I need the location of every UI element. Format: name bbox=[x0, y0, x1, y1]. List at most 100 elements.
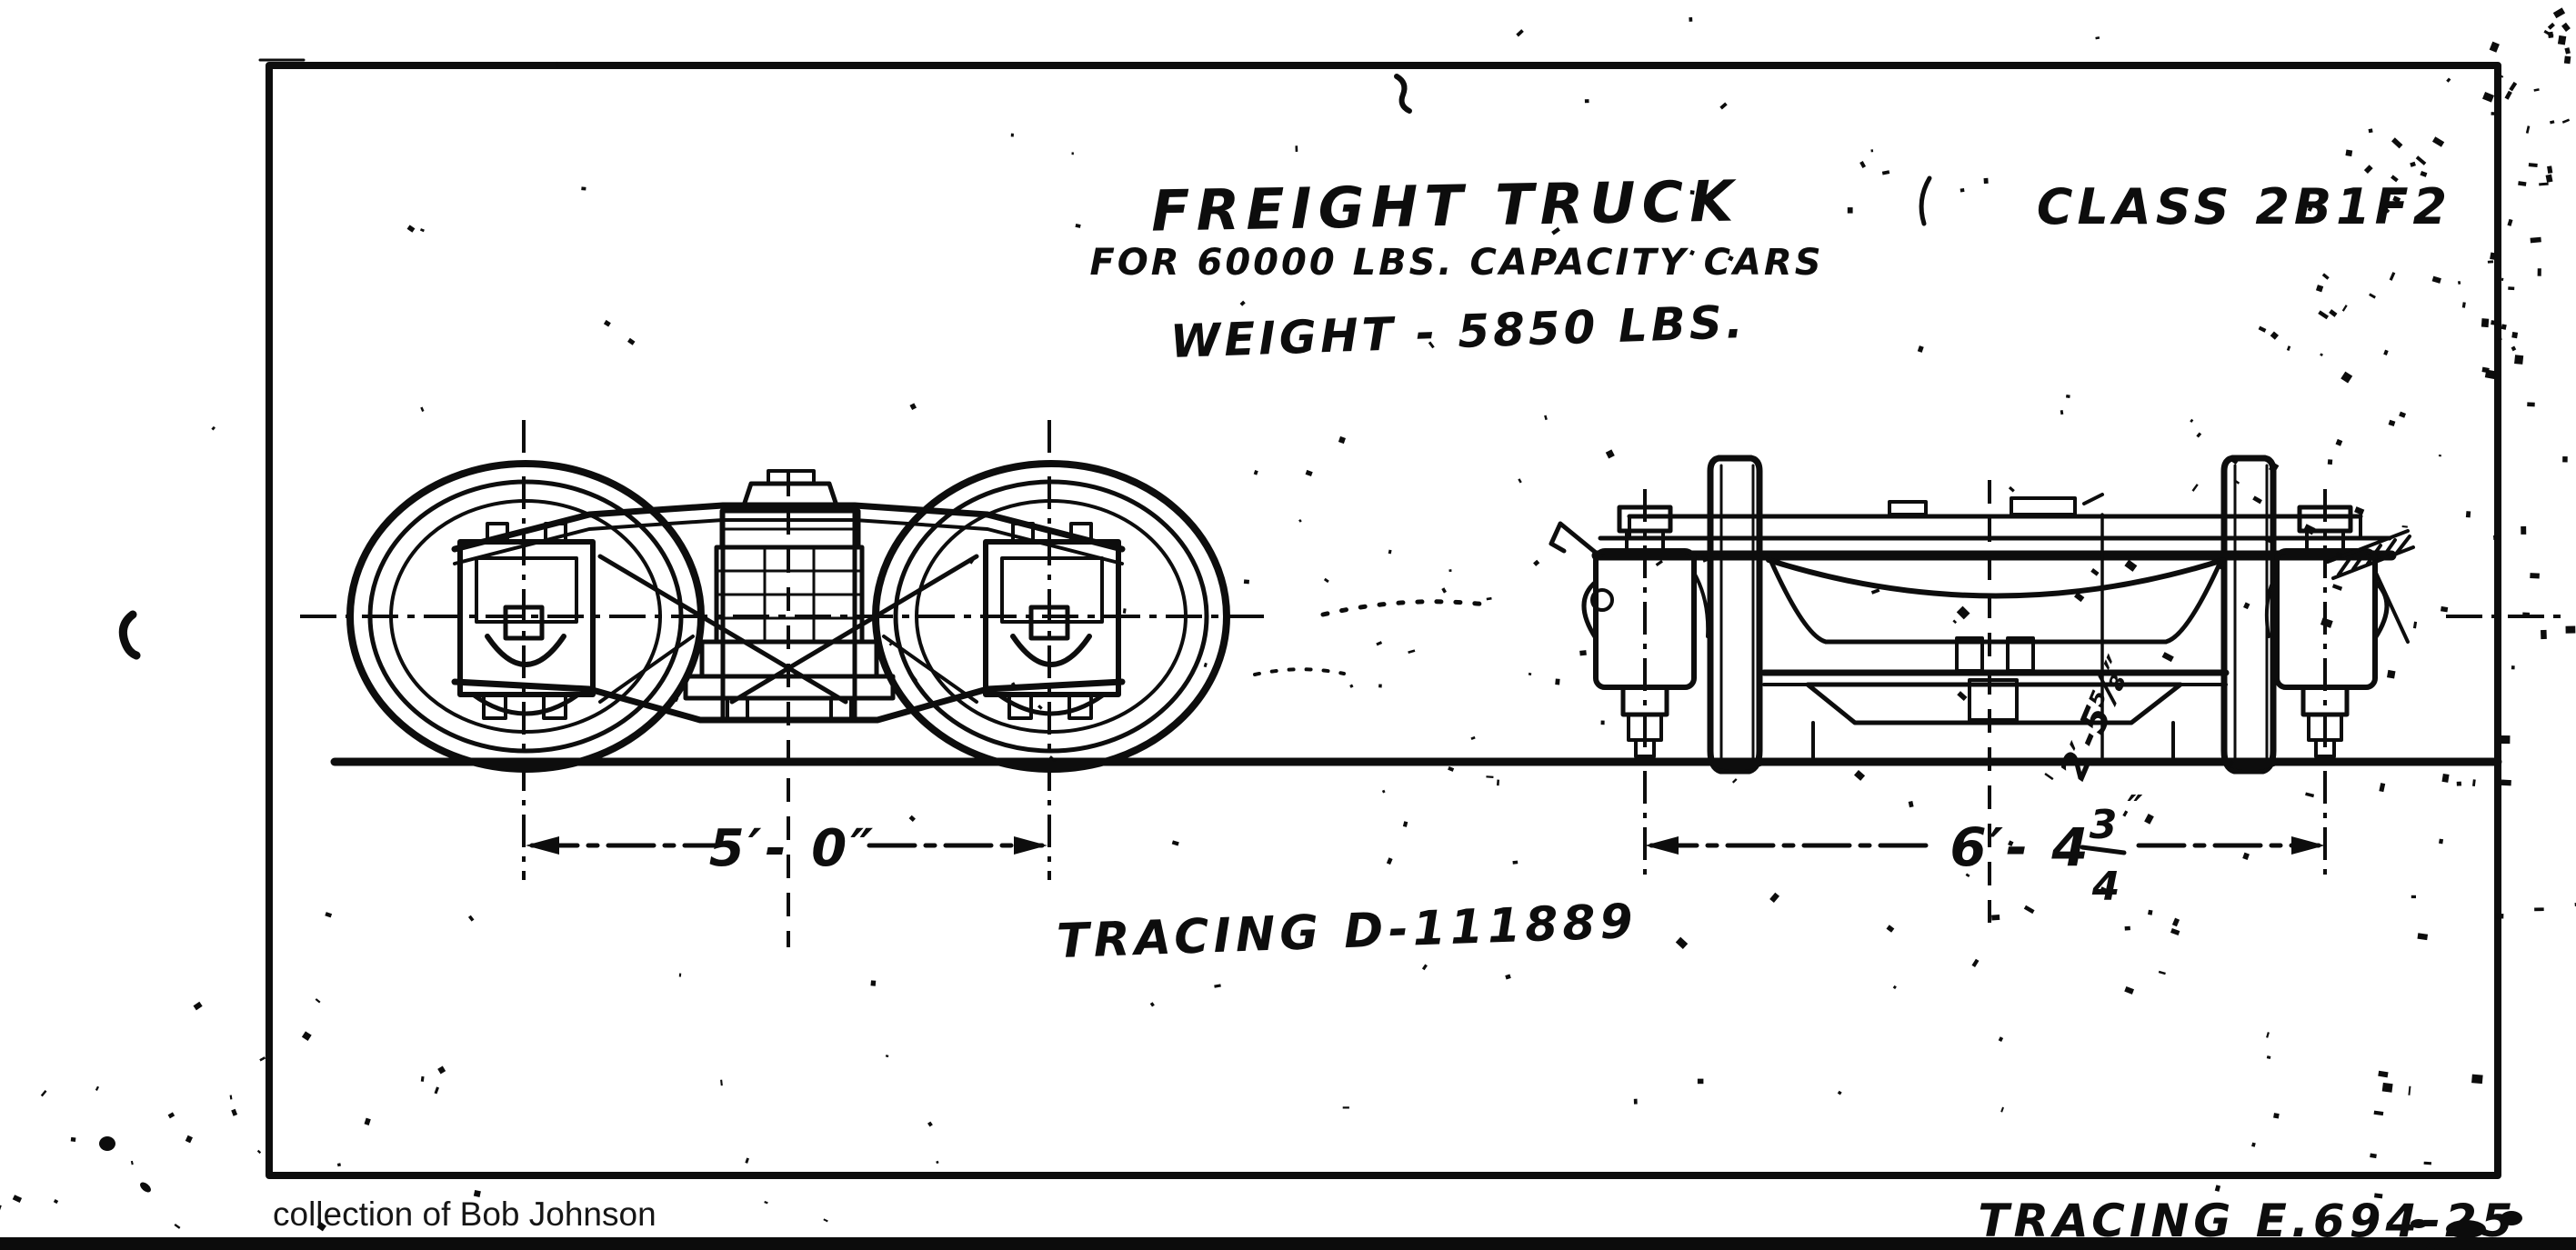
ink-blob bbox=[140, 1182, 151, 1193]
end-view-brake-rod-threads bbox=[2326, 529, 2415, 580]
noise-speck bbox=[2369, 293, 2376, 299]
noise-speck bbox=[2438, 454, 2441, 457]
stray-paren-mark bbox=[1919, 175, 1932, 226]
noise-speck bbox=[2563, 55, 2571, 65]
noise-speck bbox=[2547, 165, 2553, 174]
noise-speck bbox=[2266, 1055, 2271, 1060]
noise-speck bbox=[2066, 394, 2070, 398]
noise-speck bbox=[1496, 779, 1500, 786]
noise-speck bbox=[1917, 345, 1924, 353]
noise-speck bbox=[1114, 691, 1120, 697]
noise-speck bbox=[301, 1031, 312, 1041]
noise-speck bbox=[2498, 337, 2502, 341]
noise-speck bbox=[2378, 1070, 2389, 1078]
noise-speck bbox=[364, 1117, 371, 1125]
noise-speck bbox=[2191, 484, 2199, 492]
collection-credit: collection of Bob Johnson bbox=[273, 1195, 657, 1233]
noise-speck bbox=[1700, 555, 1709, 563]
end-view-track-dimension: 6′- 4 3 4 ″ bbox=[1645, 788, 2325, 910]
scan-edge-bar bbox=[0, 1237, 2576, 1250]
noise-speck bbox=[1253, 469, 1258, 475]
noise-speck bbox=[211, 425, 216, 431]
noise-speck bbox=[2303, 524, 2316, 535]
noise-speck bbox=[2336, 552, 2342, 559]
noise-speck bbox=[870, 980, 877, 986]
noise-speck bbox=[1171, 840, 1179, 846]
noise-speck bbox=[70, 1136, 76, 1143]
track-dimension-inch-mark: ″ bbox=[2128, 788, 2143, 828]
noise-speck bbox=[2501, 735, 2511, 745]
noise-speck bbox=[2158, 970, 2166, 975]
noise-speck bbox=[1870, 588, 1880, 595]
noise-speck bbox=[12, 1195, 23, 1204]
noise-speck bbox=[2550, 120, 2555, 125]
noise-speck bbox=[2426, 1243, 2438, 1249]
ink-blob bbox=[99, 1136, 115, 1151]
noise-speck bbox=[2541, 629, 2547, 640]
noise-speck bbox=[1428, 341, 1435, 349]
noise-speck bbox=[2431, 136, 2445, 147]
side-view-right-journal-box bbox=[983, 522, 1121, 720]
noise-speck bbox=[2315, 285, 2324, 293]
noise-speck bbox=[1305, 469, 1313, 477]
noise-speck bbox=[406, 225, 416, 233]
noise-speck bbox=[2214, 1185, 2221, 1192]
noise-speck bbox=[2534, 907, 2544, 912]
noise-speck bbox=[2539, 182, 2549, 186]
noise-speck bbox=[2354, 506, 2365, 515]
noise-speck bbox=[927, 1121, 933, 1127]
drawing-title: FREIGHT TRUCK bbox=[1150, 167, 1739, 244]
noise-speck bbox=[231, 1108, 238, 1116]
noise-speck bbox=[2000, 1106, 2004, 1113]
noise-speck bbox=[2487, 260, 2494, 264]
stray-squiggle-mark bbox=[1394, 74, 1412, 114]
noise-speck bbox=[2533, 88, 2540, 92]
noise-speck bbox=[1071, 152, 1074, 155]
end-view-axle-and-frame bbox=[1591, 493, 2397, 561]
noise-speck bbox=[2386, 669, 2396, 679]
noise-speck bbox=[2417, 933, 2429, 941]
noise-speck bbox=[0, 1205, 2, 1211]
noise-speck bbox=[2124, 985, 2135, 995]
ghost-dotted-arc bbox=[1320, 599, 1489, 617]
noise-speck bbox=[2408, 1085, 2411, 1095]
left-arrowhead bbox=[1645, 836, 1679, 855]
noise-speck bbox=[2331, 584, 2343, 591]
noise-speck bbox=[1448, 569, 1452, 573]
tracing-source-note: TRACING D-111889 bbox=[1056, 895, 1638, 969]
noise-speck bbox=[2389, 272, 2396, 281]
noise-speck bbox=[2415, 155, 2427, 165]
noise-speck bbox=[1956, 605, 1970, 620]
noise-speck bbox=[1470, 735, 1476, 741]
noise-speck bbox=[2471, 1074, 2483, 1085]
noise-speck bbox=[193, 1001, 203, 1011]
noise-speck bbox=[1847, 207, 1853, 214]
noise-speck bbox=[2345, 149, 2353, 157]
noise-speck bbox=[2423, 1161, 2432, 1165]
noise-speck bbox=[2392, 195, 2401, 204]
noise-speck bbox=[2171, 917, 2180, 927]
noise-speck bbox=[2521, 525, 2527, 535]
noise-speck bbox=[1381, 789, 1386, 794]
noise-speck bbox=[2148, 909, 2153, 915]
wheelbase-dimension-text: 5′- 0″ bbox=[709, 819, 877, 878]
noise-speck bbox=[1486, 775, 1494, 778]
noise-speck bbox=[420, 406, 425, 412]
end-view-bolster bbox=[1760, 557, 2230, 762]
noise-speck bbox=[2044, 772, 2054, 781]
noise-speck bbox=[2321, 273, 2330, 280]
noise-speck bbox=[1298, 518, 1302, 523]
title-block: FREIGHT TRUCK CLASS 2B1F2 FOR 60000 LBS.… bbox=[1089, 167, 2447, 368]
noise-speck bbox=[1149, 1002, 1155, 1007]
noise-speck bbox=[2481, 366, 2490, 374]
noise-speck bbox=[2124, 925, 2130, 931]
noise-speck bbox=[1837, 1090, 1842, 1095]
noise-speck bbox=[2264, 537, 2273, 544]
noise-speck bbox=[1971, 958, 1980, 967]
noise-speck bbox=[2008, 840, 2014, 846]
capacity-subtitle: FOR 60000 LBS. CAPACITY CARS bbox=[1089, 242, 1823, 284]
noise-speck bbox=[2552, 7, 2566, 19]
noise-speck bbox=[2381, 205, 2391, 214]
noise-speck bbox=[95, 1085, 100, 1091]
noise-speck bbox=[473, 1189, 481, 1197]
